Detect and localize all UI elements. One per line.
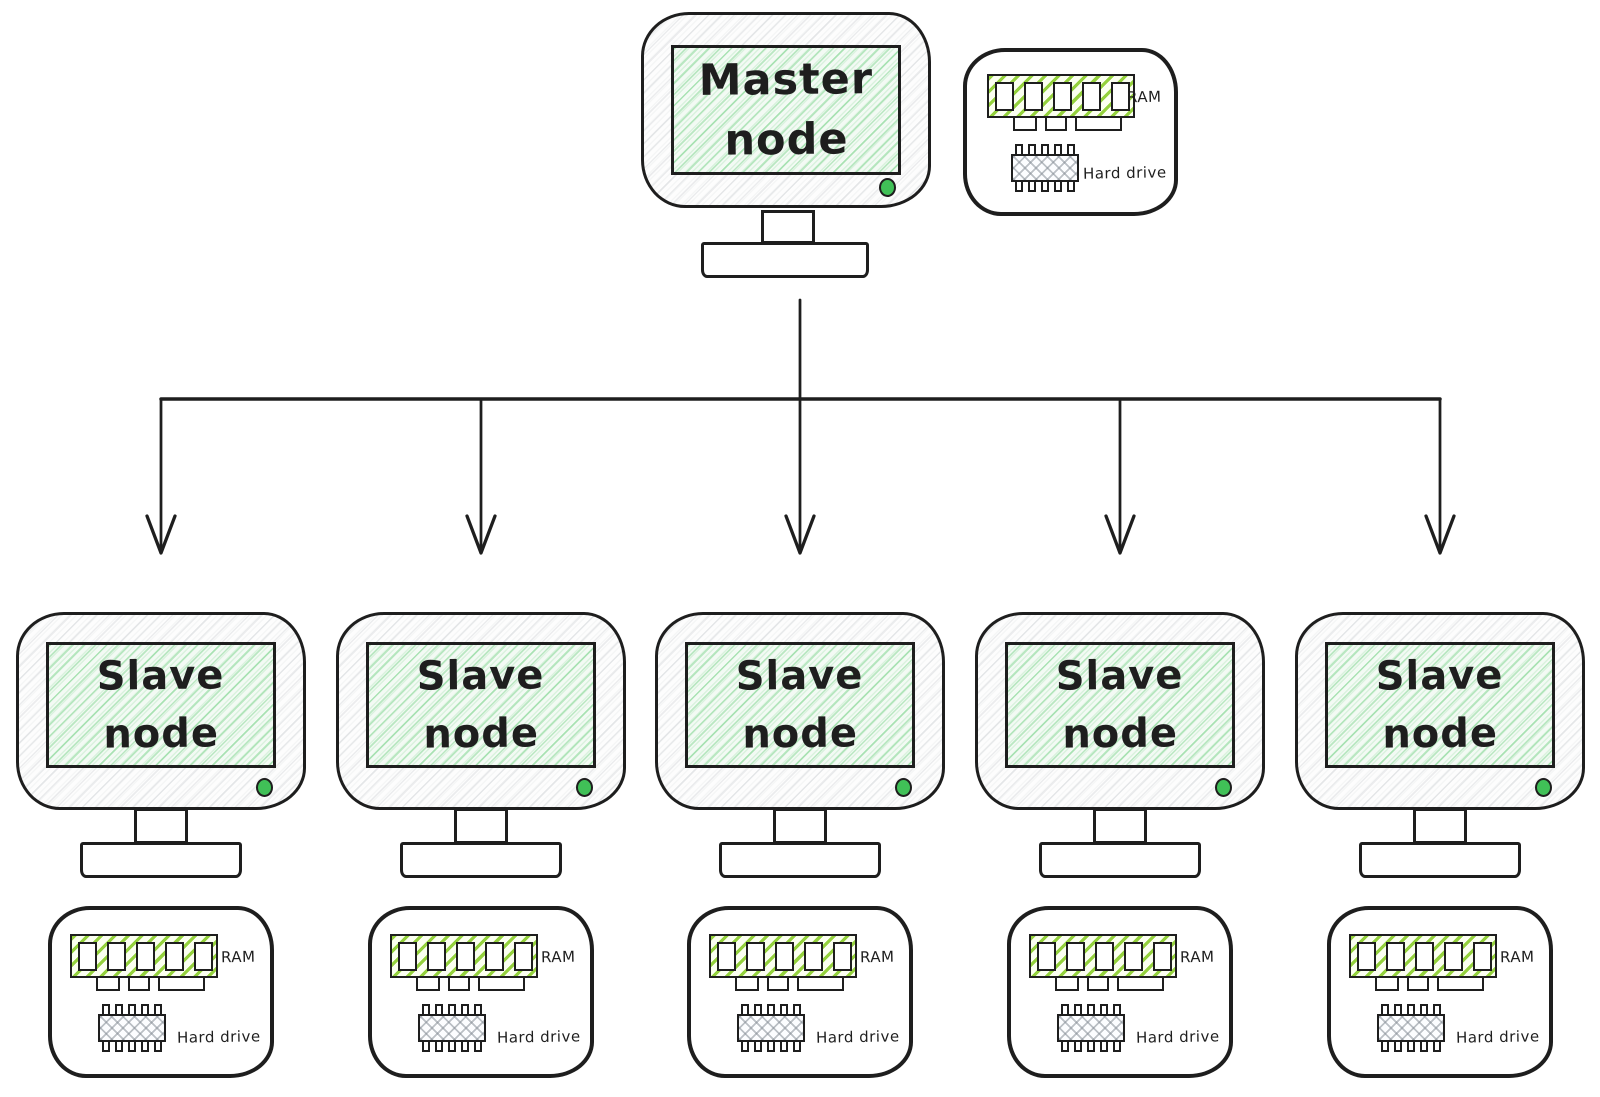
hard-drive-chip-icon <box>737 1004 805 1052</box>
slave-monitor-icon: Slave node <box>336 612 626 810</box>
slave-monitor-icon: Slave node <box>16 612 306 810</box>
hard-drive-chip-icon <box>98 1004 166 1052</box>
arrow-down-4 <box>1104 397 1136 555</box>
ram-label: RAM <box>1127 87 1163 107</box>
slave-hardware-box: RAM Hard drive <box>48 906 274 1078</box>
arrow-down-2 <box>465 397 497 555</box>
status-led-icon <box>895 778 912 797</box>
hard-drive-chip-icon <box>1377 1004 1445 1052</box>
slave-screen: Slave node <box>1005 642 1235 768</box>
monitor-stand <box>1413 808 1467 844</box>
monitor-stand <box>454 808 508 844</box>
monitor-base <box>701 242 869 278</box>
monitor-base <box>1359 842 1521 878</box>
slave-node-label: Slave node <box>96 652 225 758</box>
slave-node-label: Slave node <box>1055 652 1184 758</box>
slave-node-group-4: Slave node RAM Hard drive <box>975 612 1265 1092</box>
status-led-icon <box>1215 778 1232 797</box>
ram-chip-icon <box>1029 934 1177 991</box>
status-led-icon <box>879 178 896 197</box>
ram-chip-icon <box>987 74 1135 131</box>
slave-screen: Slave node <box>46 642 276 768</box>
slave-monitor-icon: Slave node <box>1295 612 1585 810</box>
slave-screen: Slave node <box>685 642 915 768</box>
slave-monitor-icon: Slave node <box>655 612 945 810</box>
slave-node-group-5: Slave node RAM Hard drive <box>1295 612 1585 1092</box>
slave-hardware-box: RAM Hard drive <box>368 906 594 1078</box>
hard-drive-label: Hard drive <box>1456 1027 1541 1047</box>
slave-node-group-3: Slave node RAM Hard drive <box>655 612 945 1092</box>
master-node-group: Master node RAM Hard drive <box>641 12 1181 312</box>
status-led-icon <box>256 778 273 797</box>
ram-chip-icon <box>70 934 218 991</box>
ram-label: RAM <box>860 947 896 967</box>
arrow-down-3 <box>784 397 816 555</box>
monitor-stand <box>761 210 815 244</box>
ram-chip-icon <box>1349 934 1497 991</box>
ram-chip-icon <box>709 934 857 991</box>
status-led-icon <box>576 778 593 797</box>
slave-node-group-2: Slave node RAM Hard drive <box>336 612 626 1092</box>
ram-chip-icon <box>390 934 538 991</box>
slave-screen: Slave node <box>1325 642 1555 768</box>
monitor-base <box>1039 842 1201 878</box>
slave-hardware-box: RAM Hard drive <box>1327 906 1553 1078</box>
status-led-icon <box>1535 778 1552 797</box>
hard-drive-chip-icon <box>1057 1004 1125 1052</box>
hard-drive-label: Hard drive <box>816 1027 901 1047</box>
monitor-stand <box>1093 808 1147 844</box>
monitor-base <box>80 842 242 878</box>
monitor-base <box>719 842 881 878</box>
arrow-down-1 <box>145 397 177 555</box>
hard-drive-label: Hard drive <box>1136 1027 1221 1047</box>
slave-node-label: Slave node <box>416 652 545 758</box>
slave-node-label: Slave node <box>1375 652 1504 758</box>
hard-drive-chip-icon <box>1011 144 1079 192</box>
ram-label: RAM <box>1500 947 1536 967</box>
master-monitor-icon: Master node <box>641 12 931 208</box>
hard-drive-label: Hard drive <box>177 1027 262 1047</box>
hard-drive-label: Hard drive <box>1083 163 1168 183</box>
ram-label: RAM <box>541 947 577 967</box>
ram-label: RAM <box>1180 947 1216 967</box>
slave-monitor-icon: Slave node <box>975 612 1265 810</box>
monitor-stand <box>773 808 827 844</box>
slave-node-label: Slave node <box>735 652 864 758</box>
ram-label: RAM <box>221 947 257 967</box>
slave-screen: Slave node <box>366 642 596 768</box>
hard-drive-chip-icon <box>418 1004 486 1052</box>
slave-node-group-1: Slave node RAM Hard drive <box>16 612 306 1092</box>
hard-drive-label: Hard drive <box>497 1027 582 1047</box>
arrow-down-5 <box>1424 397 1456 555</box>
master-node-label: Master node <box>698 53 874 166</box>
slave-hardware-box: RAM Hard drive <box>1007 906 1233 1078</box>
master-hardware-box: RAM Hard drive <box>963 48 1178 216</box>
monitor-stand <box>134 808 188 844</box>
monitor-base <box>400 842 562 878</box>
slave-hardware-box: RAM Hard drive <box>687 906 913 1078</box>
master-screen: Master node <box>671 45 901 175</box>
